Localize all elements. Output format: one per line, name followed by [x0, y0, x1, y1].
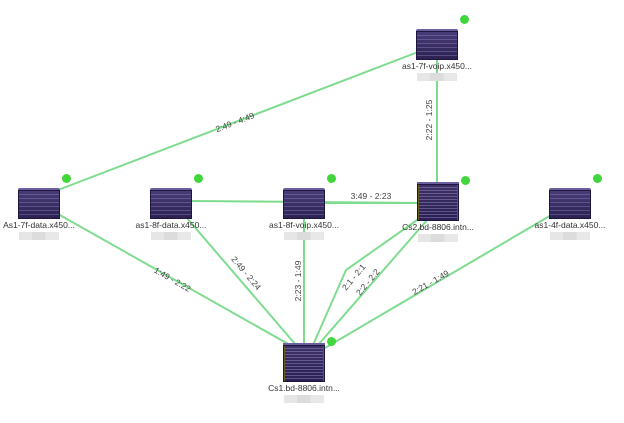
stack-switch-icon[interactable] — [18, 187, 60, 219]
link-Cs1-as1-4f-data[interactable] — [324, 213, 554, 349]
device-label: as1-8f-voip.x450... — [269, 219, 339, 230]
status-up-icon — [62, 173, 71, 183]
device-node[interactable]: Cs1.bd-8806.intn... — [262, 336, 346, 406]
stack-switch-icon[interactable] — [549, 187, 591, 219]
link-port-label: 1:49 - 2:22 — [152, 265, 192, 294]
device-label: as1-8f-data.x450... — [135, 219, 207, 230]
link-port-label: 2:23 - 1:49 — [293, 260, 303, 301]
device-node[interactable]: as1-7f-voip.x450... — [395, 14, 479, 84]
device-label: Cs2.bd-8806.intn... — [402, 221, 474, 232]
chassis-switch-icon[interactable] — [417, 181, 459, 221]
redacted-ip-address — [19, 231, 59, 240]
device-label: As1-7f-data.x450... — [3, 219, 75, 230]
link-Cs1-Cs2[interactable] — [312, 217, 421, 346]
status-up-icon — [327, 336, 336, 346]
device-label: Cs1.bd-8806.intn... — [268, 382, 340, 393]
status-up-icon — [194, 173, 203, 183]
status-up-icon — [461, 175, 470, 185]
device-label: as1-4f-data.x450... — [534, 219, 606, 230]
link-As1-7f-data-Cs1[interactable] — [57, 213, 291, 346]
chassis-switch-icon[interactable] — [283, 342, 325, 382]
stack-switch-icon[interactable] — [283, 187, 325, 219]
device-node[interactable]: Cs2.bd-8806.intn... — [396, 175, 480, 245]
redacted-ip-address — [151, 231, 191, 240]
link-as1-8f-data-Cs1[interactable] — [185, 216, 297, 346]
link-Cs1-Cs2[interactable] — [317, 218, 429, 346]
link-port-label: 2:22 - 1:25 — [424, 99, 434, 140]
link-As1-7f-data-as1-7f-voip[interactable] — [57, 51, 419, 191]
device-node[interactable]: as1-8f-voip.x450... — [262, 173, 346, 243]
stack-switch-icon[interactable] — [150, 187, 192, 219]
redacted-ip-address — [418, 233, 458, 242]
status-up-icon — [593, 173, 602, 183]
redacted-ip-address — [284, 231, 324, 240]
link-port-label: 2:49 - 4:49 — [214, 110, 256, 134]
redacted-ip-address — [550, 231, 590, 240]
redacted-ip-address — [417, 72, 457, 81]
redacted-ip-address — [284, 394, 324, 403]
stack-switch-icon[interactable] — [416, 28, 458, 60]
link-port-label: 3:49 - 2:23 — [351, 191, 392, 201]
link-port-label: 2:21 - 1:49 — [410, 268, 450, 297]
status-up-icon — [327, 173, 336, 183]
device-node[interactable]: as1-8f-data.x450... — [129, 173, 213, 243]
device-label: as1-7f-voip.x450... — [402, 60, 472, 71]
device-node[interactable]: As1-7f-data.x450... — [0, 173, 81, 243]
status-up-icon — [460, 14, 469, 24]
device-node[interactable]: as1-4f-data.x450... — [528, 173, 612, 243]
